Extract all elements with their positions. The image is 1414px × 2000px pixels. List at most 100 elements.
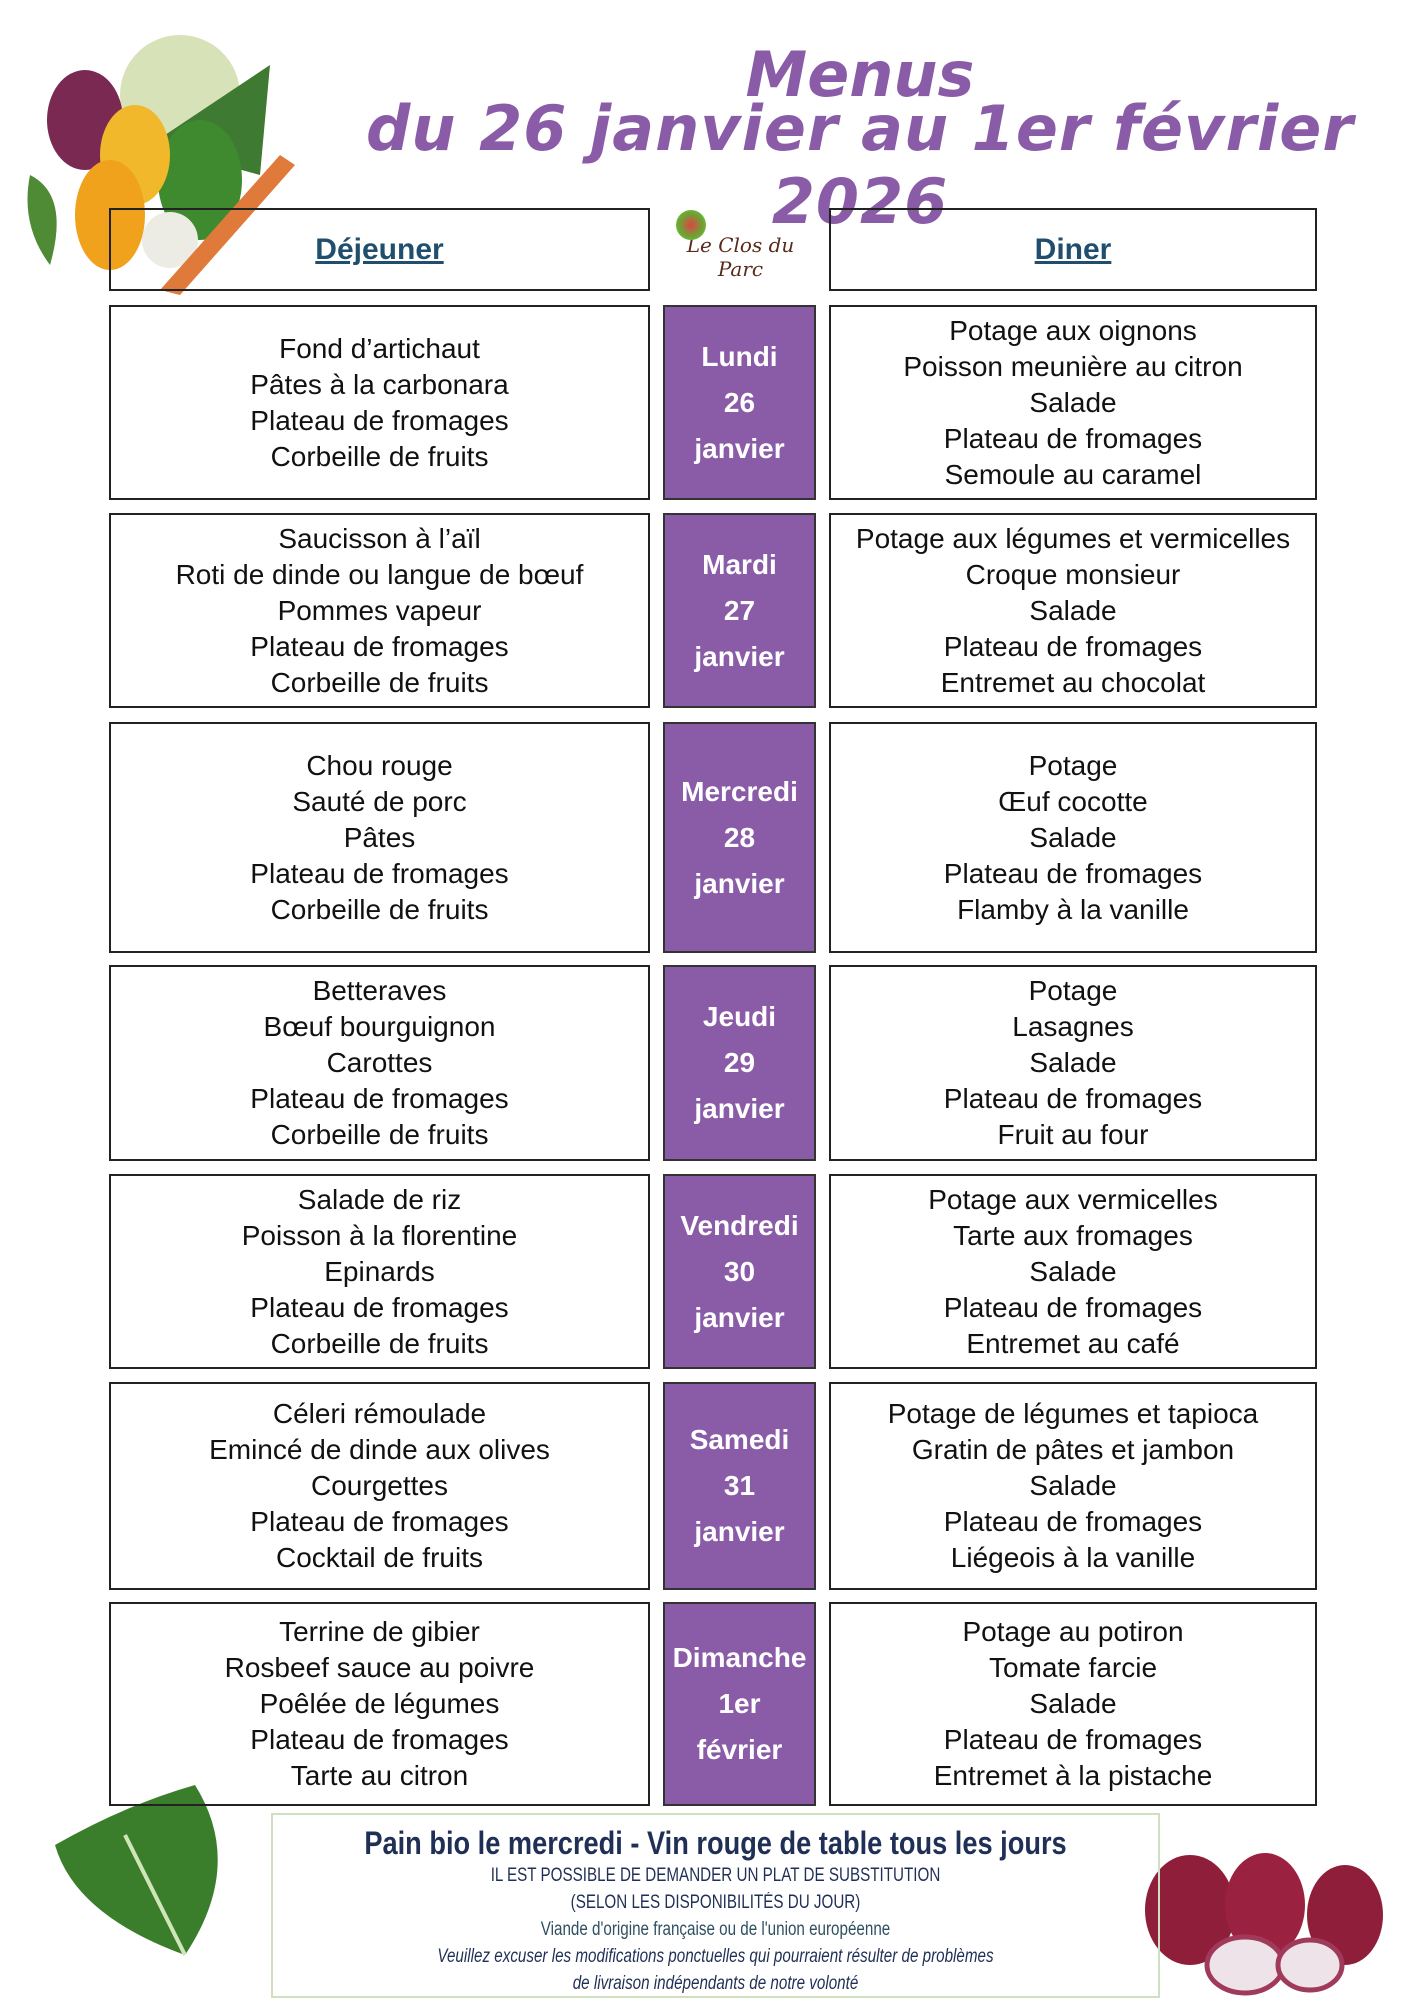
lunch-dish: Plateau de fromages xyxy=(250,1291,509,1323)
day-month: janvier xyxy=(694,867,785,899)
lunch-dish: Corbeille de fruits xyxy=(270,1327,489,1359)
lunch-dish: Poêlée de légumes xyxy=(259,1688,500,1719)
lunch-dish: Tarte au citron xyxy=(290,1760,469,1791)
dinner-dish: Plateau de fromages xyxy=(943,1724,1203,1755)
lunch-dish: Carottes xyxy=(326,1047,433,1078)
day-month: janvier xyxy=(694,1516,785,1547)
dinner-dish: Fruit au four xyxy=(997,1119,1149,1150)
title-date-range: du 26 janvier au 1er février 2026 xyxy=(366,92,1354,238)
lunch-dish: Plateau de fromages xyxy=(250,1083,509,1114)
lunch-dish: Pâtes xyxy=(343,821,416,853)
dinner-dish: Potage aux oignons xyxy=(949,314,1197,346)
day-month: février xyxy=(696,1734,783,1765)
footer-substitution: IL EST POSSIBLE DE DEMANDER UN PLAT DE S… xyxy=(490,1865,941,1886)
lunch-dish: Corbeille de fruits xyxy=(270,440,489,472)
day-name: Mercredi xyxy=(681,775,798,807)
lunch-dish: Plateau de fromages xyxy=(250,1724,509,1755)
day-num: 27 xyxy=(723,594,756,626)
dinner-dish: Flamby à la vanille xyxy=(957,893,1189,925)
spinach-illustration xyxy=(55,1785,218,1956)
day-num: 1er xyxy=(718,1688,761,1719)
day-name: Lundi xyxy=(701,340,778,372)
dinner-dish: Tarte aux fromages xyxy=(953,1219,1193,1251)
lunch-dish: Rosbeef sauce au poivre xyxy=(224,1652,535,1683)
lunch-dish: Salade de riz xyxy=(297,1183,462,1215)
dinner-dish: Potage xyxy=(1028,749,1118,781)
lunch-dish: Corbeille de fruits xyxy=(270,1119,489,1150)
lunch-dish: Poisson à la florentine xyxy=(241,1219,518,1251)
dinner-dish: Potage xyxy=(1028,975,1118,1006)
lunch-dish: Corbeille de fruits xyxy=(270,666,489,698)
day-num: 26 xyxy=(723,386,756,418)
day-label-0: Lundi 26 janvier xyxy=(663,305,816,500)
title-menus: Menus xyxy=(745,38,975,111)
day-month: janvier xyxy=(694,1301,785,1333)
dinner-dish: Salade xyxy=(1029,1470,1117,1501)
logo: Le Clos du Parc xyxy=(668,208,813,288)
lunch-dish: Plateau de fromages xyxy=(250,404,509,436)
lunch-dish: Plateau de fromages xyxy=(250,630,509,662)
lunch-header: Déjeuner xyxy=(109,208,650,291)
dinner-dish: Salade xyxy=(1029,821,1117,853)
dinner-dish: Potage de légumes et tapioca xyxy=(887,1398,1259,1429)
day-name: Dimanche xyxy=(672,1642,807,1673)
dinner-dish: Salade xyxy=(1029,1047,1117,1078)
lunch-dish: Sauté de porc xyxy=(292,785,467,817)
logo-tree-icon xyxy=(676,210,706,240)
lunch-dish: Emincé de dinde aux olives xyxy=(209,1434,550,1465)
dinner-dish: Poisson meunière au citron xyxy=(903,350,1243,382)
lunch-dish: Cocktail de fruits xyxy=(276,1542,483,1573)
dinner-dish: Entremet au café xyxy=(966,1327,1180,1359)
day-num: 28 xyxy=(723,821,756,853)
dinner-dish: Potage au potiron xyxy=(962,1616,1184,1647)
dinner-dish: Salade xyxy=(1029,386,1117,418)
dinner-dish: Semoule au caramel xyxy=(944,458,1202,490)
footer-availability: (SELON LES DISPONIBILITÉS DU JOUR) xyxy=(570,1892,861,1913)
day-label-2: Mercredi 28 janvier xyxy=(663,722,816,953)
lunch-dish: Terrine de gibier xyxy=(279,1616,480,1647)
lunch-dish: Pommes vapeur xyxy=(277,594,482,626)
lunch-dish: Plateau de fromages xyxy=(250,857,509,889)
dinner-dish: Gratin de pâtes et jambon xyxy=(911,1434,1235,1465)
dinner-dish: Potage aux vermicelles xyxy=(928,1183,1218,1215)
dinner-dish: Plateau de fromages xyxy=(943,422,1203,454)
vegetables-illustration xyxy=(27,35,295,295)
day-month: janvier xyxy=(694,640,785,672)
day-num: 30 xyxy=(723,1255,756,1287)
lunch-dish: Roti de dinde ou langue de bœuf xyxy=(175,558,584,590)
lunch-dish: Céleri rémoulade xyxy=(272,1398,487,1429)
day-label-4: Vendredi 30 janvier xyxy=(663,1174,816,1369)
dinner-dish: Plateau de fromages xyxy=(943,1506,1203,1537)
lunch-dish: Epinards xyxy=(324,1255,435,1287)
dinner-dish: Potage aux légumes et vermicelles xyxy=(855,522,1291,554)
footer-meat-origin: Viande d'origine française ou de l'union… xyxy=(540,1919,891,1940)
lunch-dish: Saucisson à l’aïl xyxy=(278,522,481,554)
footer-notes: Pain bio le mercredi - Vin rouge de tabl… xyxy=(271,1813,1160,1998)
day-num: 29 xyxy=(723,1047,756,1078)
dinner-dish: Plateau de fromages xyxy=(943,630,1203,662)
dinner-dish: Salade xyxy=(1029,594,1117,626)
day-name: Samedi xyxy=(689,1424,790,1455)
logo-text: Le Clos du Parc xyxy=(686,233,795,281)
day-month: janvier xyxy=(694,432,785,464)
lunch-dish: Fond d’artichaut xyxy=(279,332,480,364)
day-name: Vendredi xyxy=(680,1209,799,1241)
dinner-dish: Œuf cocotte xyxy=(998,785,1148,817)
dinner-dish: Plateau de fromages xyxy=(943,857,1203,889)
day-month: janvier xyxy=(694,1093,785,1124)
dinner-dish: Salade xyxy=(1029,1255,1117,1287)
dinner-header-label: Diner xyxy=(1034,232,1112,266)
dinner-dish: Salade xyxy=(1029,1688,1117,1719)
lunch-header-label: Déjeuner xyxy=(315,232,444,266)
day-name: Mardi xyxy=(702,548,777,580)
